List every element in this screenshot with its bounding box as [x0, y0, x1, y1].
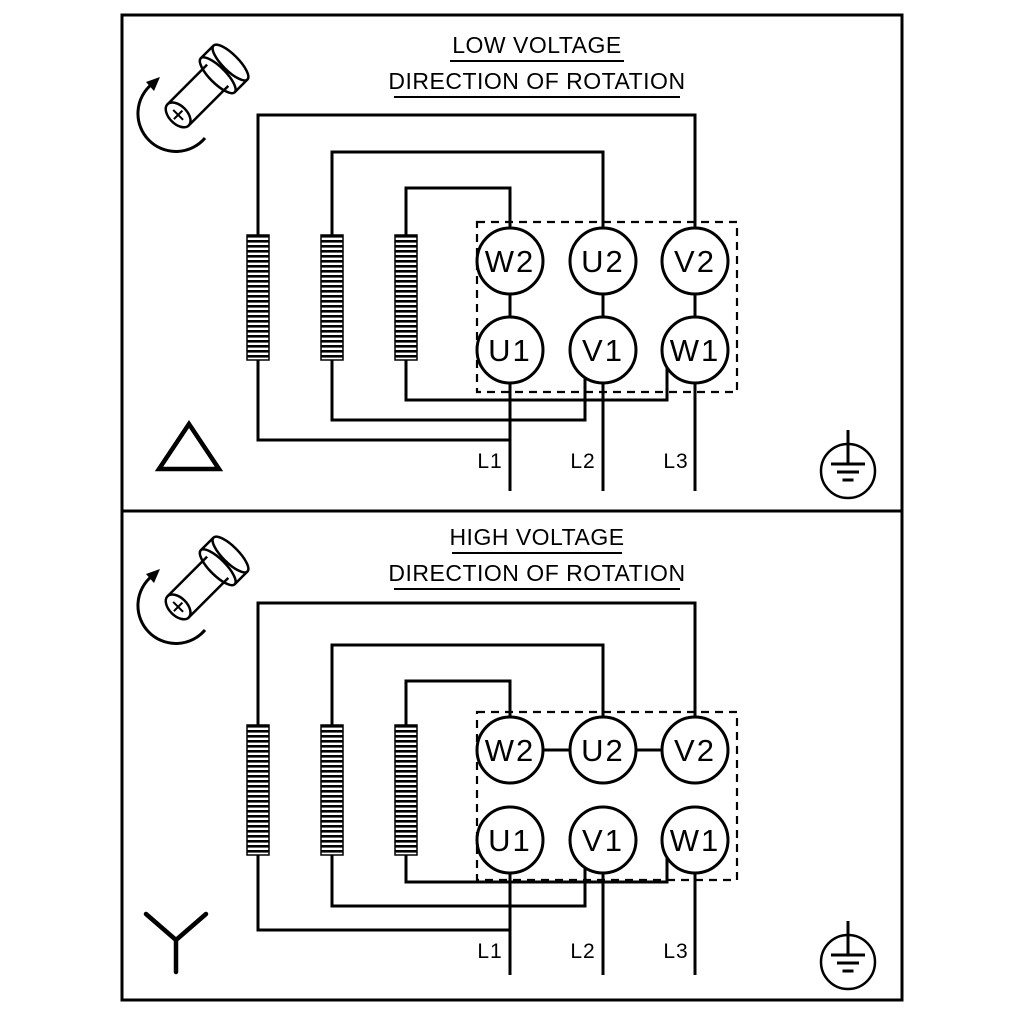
terminal-v1: V1 [568, 315, 638, 385]
svg-text:U2: U2 [581, 733, 625, 768]
svg-text:W1: W1 [670, 823, 721, 858]
label-l3: L3 [663, 940, 688, 963]
terminal-box-high [475, 710, 739, 882]
label-l2: L2 [570, 450, 595, 473]
top-wires-low [256, 113, 697, 237]
svg-text:W1: W1 [670, 333, 721, 368]
line-labels-high: L1 L2 L3 [477, 940, 688, 963]
direction-of-rotation-label: DIRECTION OF ROTATION [388, 560, 685, 586]
shaft-rotation-icon [153, 38, 255, 140]
star-connection-icon [143, 911, 209, 975]
winding-coil [246, 234, 270, 361]
svg-text:V1: V1 [582, 823, 624, 858]
terminals-low: W2 U2 V2 U1 V1 W1 [475, 226, 730, 385]
high-voltage-title: HIGH VOLTAGE [449, 524, 624, 550]
rotation-arrowhead-icon [146, 569, 160, 583]
terminal-w2: W2 [475, 226, 545, 296]
svg-text:U2: U2 [581, 244, 625, 279]
label-l2: L2 [570, 940, 595, 963]
bottom-wires-low [256, 358, 669, 442]
terminal-v1: V1 [568, 805, 638, 875]
rotation-arrow-arc [136, 574, 207, 645]
winding-coil [394, 724, 418, 856]
terminal-w1: W1 [660, 315, 730, 385]
svg-text:U1: U1 [488, 823, 532, 858]
svg-text:V2: V2 [674, 733, 716, 768]
terminal-u2: U2 [568, 226, 638, 296]
line-labels-low: L1 L2 L3 [477, 450, 688, 473]
svg-text:W2: W2 [485, 733, 536, 768]
diagram-frame [120, 13, 904, 1002]
motor-windings-high [246, 724, 418, 856]
winding-coil [394, 234, 418, 361]
earth-ground-icon [819, 428, 877, 500]
svg-text:U1: U1 [488, 333, 532, 368]
supply-leads-high [508, 873, 697, 975]
panel-high-voltage: HIGH VOLTAGE DIRECTION OF ROTATION [136, 524, 877, 991]
panel-low-voltage: LOW VOLTAGE DIRECTION OF ROTATION [136, 32, 877, 500]
terminal-u1: U1 [475, 805, 545, 875]
bottom-wires-high [256, 853, 669, 932]
terminal-u2: U2 [568, 715, 638, 785]
label-l1: L1 [477, 940, 502, 963]
top-wires-high [256, 601, 697, 727]
winding-coil [246, 724, 270, 856]
low-voltage-title: LOW VOLTAGE [452, 32, 622, 58]
terminal-box-low [475, 220, 739, 394]
terminal-w2: W2 [475, 715, 545, 785]
winding-coil [320, 234, 344, 361]
terminal-w1: W1 [660, 805, 730, 875]
svg-text:V2: V2 [674, 244, 716, 279]
motor-windings-low [246, 234, 418, 361]
svg-text:W2: W2 [485, 244, 536, 279]
supply-leads-low [508, 383, 697, 491]
delta-jumpers [508, 294, 697, 317]
terminal-v2: V2 [660, 226, 730, 296]
winding-coil [320, 724, 344, 856]
shaft-rotation-icon [153, 530, 255, 632]
terminal-u1: U1 [475, 315, 545, 385]
terminals-high: W2 U2 V2 U1 V1 W1 [475, 715, 730, 875]
terminal-v2: V2 [660, 715, 730, 785]
earth-ground-icon [819, 919, 877, 991]
delta-connection-icon [154, 419, 224, 472]
label-l1: L1 [477, 450, 502, 473]
svg-text:V1: V1 [582, 333, 624, 368]
rotation-arrow-arc [136, 82, 207, 153]
label-l3: L3 [663, 450, 688, 473]
rotation-arrowhead-icon [146, 77, 160, 91]
direction-of-rotation-label: DIRECTION OF ROTATION [388, 68, 685, 94]
